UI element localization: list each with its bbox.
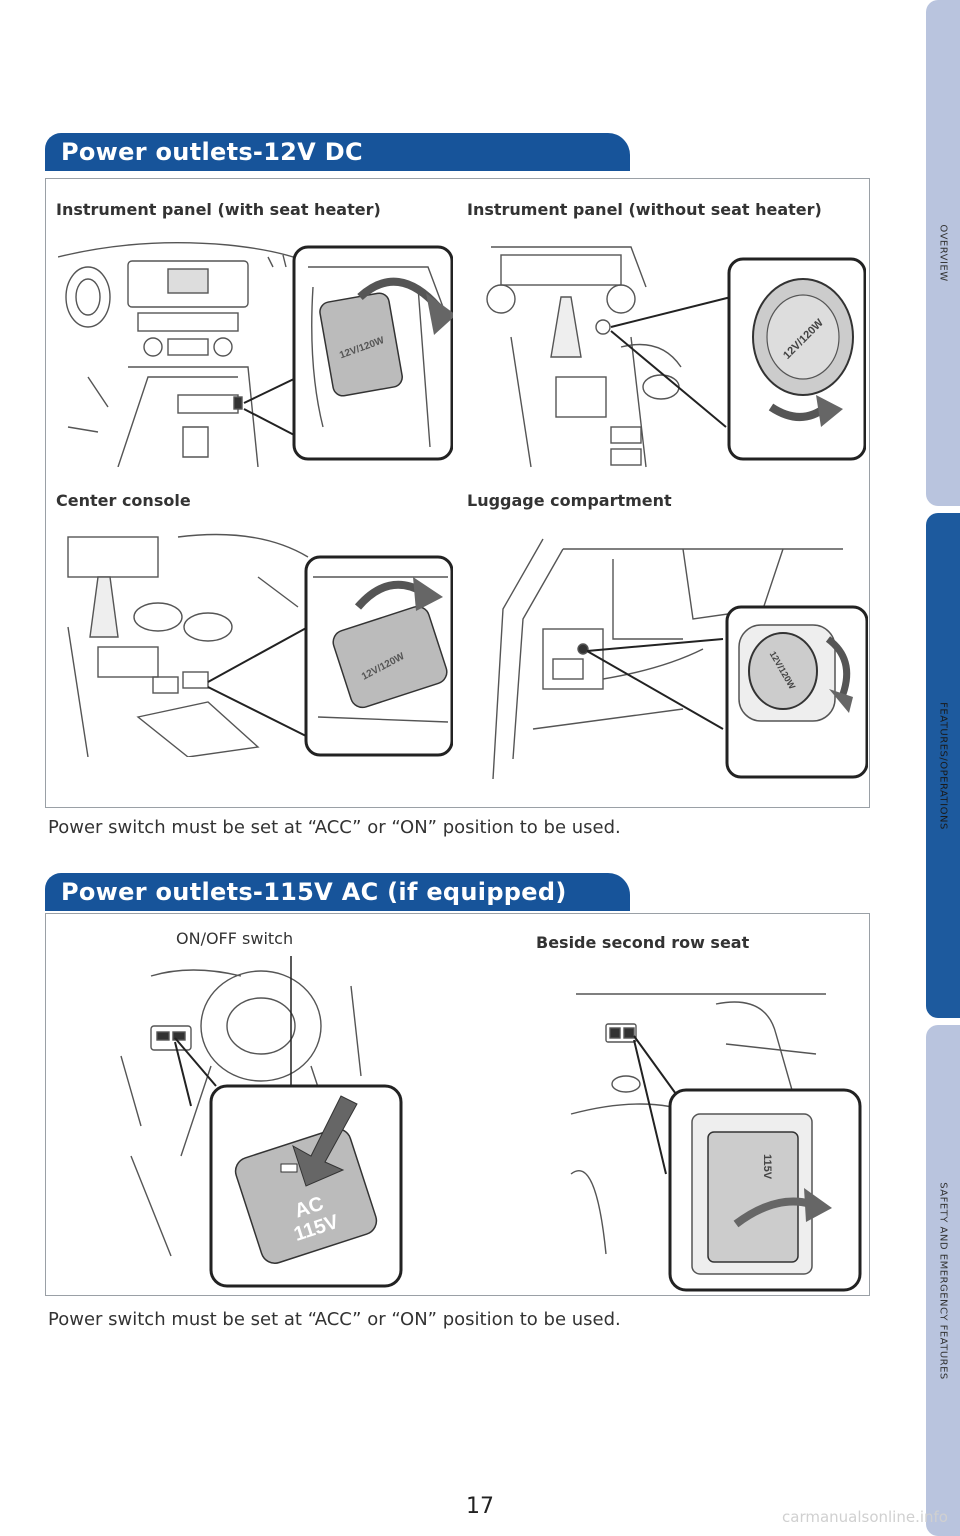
section-115v-note: Power switch must be set at “ACC” or “ON…	[48, 1309, 621, 1330]
tab-overview-label: OVERVIEW	[937, 224, 949, 282]
tab-overview[interactable]: OVERVIEW	[926, 0, 960, 506]
section-12v-panel: Instrument panel (with seat heater) Inst…	[45, 178, 870, 808]
figure-title-without-seat-heater: Instrument panel (without seat heater)	[467, 200, 822, 219]
outlet-label-115v: 115V	[761, 1154, 773, 1180]
illustration-ac-switch: AC 115V	[120, 956, 403, 1288]
illustration-instrument-panel-with-heater: 12V/120W	[58, 242, 453, 467]
section-115v-title: Power outlets-115V AC (if equipped)	[61, 878, 567, 906]
section-115v-header: Power outlets-115V AC (if equipped)	[45, 873, 630, 911]
figure-title-center-console: Center console	[56, 491, 191, 510]
callout-on-off-switch: ON/OFF switch	[176, 929, 294, 948]
figure-title-with-seat-heater: Instrument panel (with seat heater)	[56, 200, 381, 219]
illustration-luggage-compartment: 12V/120W	[492, 538, 868, 779]
page-number: 17	[466, 1494, 494, 1519]
section-12v-title: Power outlets-12V DC	[61, 138, 363, 166]
section-115v-panel: ON/OFF switch Beside second row seat AC …	[45, 913, 870, 1296]
illustration-instrument-panel-without-heater: 12V/120W	[486, 246, 866, 468]
illustration-second-row-outlet: 115V	[570, 993, 862, 1292]
tab-features-operations-label: FEATURES/OPERATIONS	[937, 701, 949, 830]
figure-title-second-row-seat: Beside second row seat	[536, 933, 750, 952]
section-12v-header: Power outlets-12V DC	[45, 133, 630, 171]
section-12v-note: Power switch must be set at “ACC” or “ON…	[48, 817, 621, 838]
tab-safety-emergency-label: SAFETY AND EMERGENCY FEATURES	[937, 1181, 949, 1380]
figure-title-luggage: Luggage compartment	[467, 491, 672, 510]
watermark: carmanualsonline.info	[782, 1508, 948, 1526]
illustration-center-console: 12V/120W	[67, 533, 453, 757]
tab-features-operations[interactable]: FEATURES/OPERATIONS	[926, 513, 960, 1018]
tab-safety-emergency[interactable]: SAFETY AND EMERGENCY FEATURES	[926, 1025, 960, 1536]
